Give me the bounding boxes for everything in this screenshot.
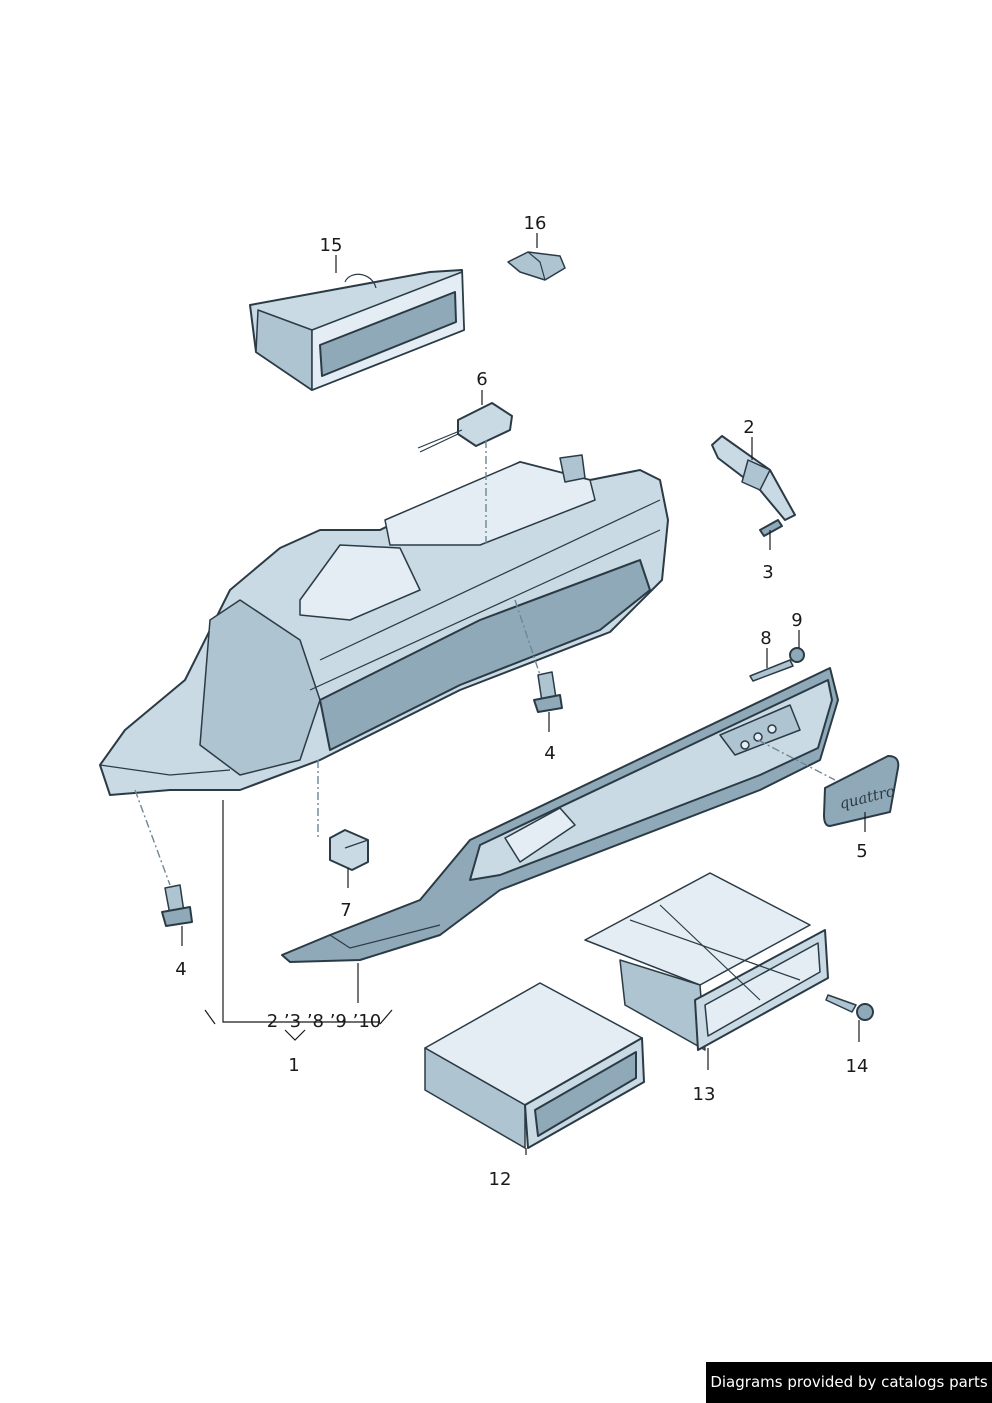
part-4-bolt-upper (533, 671, 563, 713)
part-13-bracket-frame (584, 872, 829, 1051)
assembly-note: 2 ’3 ’8 ’9 ’10 (267, 1011, 382, 1032)
part-15-upper-tray (249, 269, 465, 391)
part-16-clip (507, 251, 566, 281)
callout-13: 13 (693, 1084, 716, 1105)
part-8-pin (749, 659, 794, 682)
callout-16: 16 (524, 213, 547, 234)
part-14-screw (825, 994, 874, 1021)
callout-4-lower: 4 (175, 959, 186, 980)
callout-7: 7 (340, 900, 351, 921)
callout-2: 2 (743, 417, 754, 438)
part-9-cap (789, 647, 805, 663)
part-12-storage-box (424, 982, 645, 1149)
part-6-switch (417, 402, 513, 453)
callout-8: 8 (760, 628, 771, 649)
part-5-quattro-emblem: quattro (823, 755, 900, 827)
leader-lines (181, 233, 866, 1155)
part-4-bolt-lower (161, 884, 193, 927)
callout-15: 15 (320, 235, 343, 256)
assembly-lines (134, 440, 836, 886)
callout-14: 14 (846, 1056, 869, 1077)
part-7-clip-nut (329, 829, 369, 871)
callout-5: 5 (856, 841, 867, 862)
callout-1: 1 (288, 1055, 299, 1076)
callout-labels: 15 16 6 2 3 8 9 4 5 7 4 2 ’3 ’8 ’9 ’10 1… (175, 213, 868, 1190)
part-3-screw (759, 519, 783, 537)
glove-box-lid (281, 667, 839, 963)
callout-12: 12 (489, 1169, 512, 1190)
part-1-glove-box-housing (99, 454, 669, 796)
callout-3: 3 (762, 562, 773, 583)
callout-6: 6 (476, 369, 487, 390)
callout-4-upper: 4 (544, 743, 555, 764)
credit-banner: Diagrams provided by catalogs parts (706, 1362, 992, 1403)
callout-9: 9 (791, 610, 802, 631)
part-2-lock (711, 435, 796, 521)
